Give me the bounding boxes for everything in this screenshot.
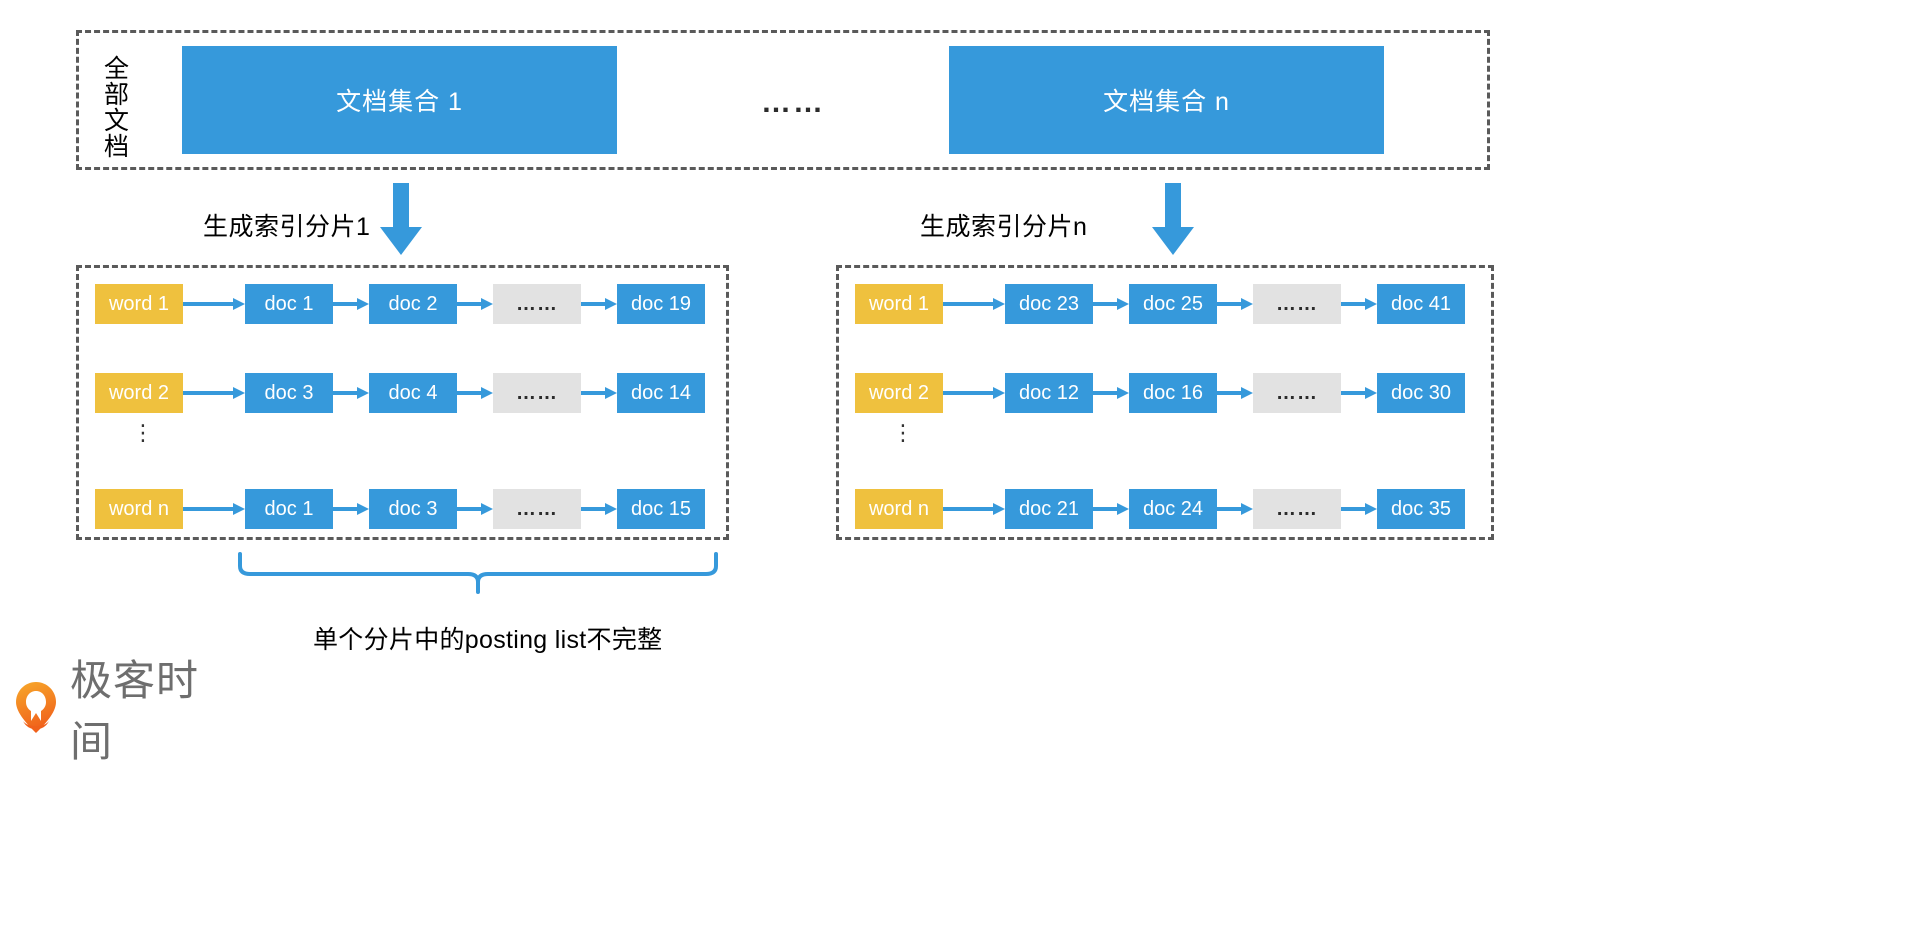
collections-ellipsis: …… <box>761 86 825 119</box>
doc-box[interactable]: doc 21 <box>1005 489 1093 529</box>
index-shard-n-panel <box>836 265 1494 540</box>
posting-arrow-after-gap <box>1341 502 1377 516</box>
generate-shard-1-label: 生成索引分片1 <box>203 213 371 241</box>
posting-arrow <box>183 297 245 311</box>
posting-arrow <box>457 502 493 516</box>
posting-gap-box: …… <box>1253 284 1341 324</box>
word-term-box[interactable]: word n <box>95 489 183 529</box>
posting-arrow <box>943 502 1005 516</box>
posting-gap-box: …… <box>493 284 581 324</box>
doc-box[interactable]: doc 3 <box>245 373 333 413</box>
doc-box[interactable]: doc 14 <box>617 373 705 413</box>
word-term-box[interactable]: word 2 <box>95 373 183 413</box>
posting-list-row: word n doc 1 doc 3 …… doc 15 <box>95 489 705 529</box>
posting-arrow <box>1217 297 1253 311</box>
posting-arrow <box>333 386 369 400</box>
incomplete-posting-list-caption: 单个分片中的posting list不完整 <box>313 626 663 654</box>
doc-box[interactable]: doc 30 <box>1377 373 1465 413</box>
doc-box[interactable]: doc 16 <box>1129 373 1217 413</box>
posting-arrow <box>333 297 369 311</box>
posting-arrow <box>333 502 369 516</box>
vertical-ellipsis: ⋮ <box>132 420 154 445</box>
index-shard-1-panel <box>76 265 729 540</box>
incomplete-posting-list-brace <box>238 552 718 594</box>
posting-arrow <box>1093 297 1129 311</box>
posting-arrow-after-gap <box>581 297 617 311</box>
doc-box[interactable]: doc 1 <box>245 489 333 529</box>
all-documents-label: 全部文档 <box>100 55 129 159</box>
down-arrow-shard-1 <box>380 183 422 255</box>
posting-arrow <box>1093 386 1129 400</box>
posting-arrow <box>457 386 493 400</box>
posting-arrow <box>183 386 245 400</box>
doc-box[interactable]: doc 25 <box>1129 284 1217 324</box>
doc-box[interactable]: doc 23 <box>1005 284 1093 324</box>
geekbang-logo-icon <box>16 682 56 733</box>
posting-list-row: word 1 doc 1 doc 2 …… doc 19 <box>95 284 705 324</box>
doc-box[interactable]: doc 35 <box>1377 489 1465 529</box>
word-term-box[interactable]: word 1 <box>95 284 183 324</box>
posting-arrow <box>183 502 245 516</box>
posting-arrow-after-gap <box>581 502 617 516</box>
posting-arrow <box>1093 502 1129 516</box>
posting-arrow <box>1217 386 1253 400</box>
posting-gap-box: …… <box>1253 373 1341 413</box>
posting-list-row: word n doc 21 doc 24 …… doc 35 <box>855 489 1465 529</box>
posting-list-row: word 2 doc 3 doc 4 …… doc 14 <box>95 373 705 413</box>
doc-box[interactable]: doc 3 <box>369 489 457 529</box>
posting-gap-box: …… <box>493 373 581 413</box>
document-collection-1[interactable]: 文档集合 1 <box>182 46 617 154</box>
posting-arrow <box>943 386 1005 400</box>
all-documents-panel <box>76 30 1490 170</box>
doc-box[interactable]: doc 24 <box>1129 489 1217 529</box>
posting-arrow <box>457 297 493 311</box>
geekbang-logo-text: 极客时间 <box>70 656 200 766</box>
posting-arrow <box>1217 502 1253 516</box>
document-collection-n[interactable]: 文档集合 n <box>949 46 1384 154</box>
doc-box[interactable]: doc 1 <box>245 284 333 324</box>
posting-gap-box: …… <box>1253 489 1341 529</box>
posting-arrow-after-gap <box>1341 386 1377 400</box>
posting-gap-box: …… <box>493 489 581 529</box>
word-term-box[interactable]: word 1 <box>855 284 943 324</box>
generate-shard-n-label: 生成索引分片n <box>920 213 1088 241</box>
posting-arrow-after-gap <box>581 386 617 400</box>
word-term-box[interactable]: word n <box>855 489 943 529</box>
posting-list-row: word 1 doc 23 doc 25 …… doc 41 <box>855 284 1465 324</box>
word-term-box[interactable]: word 2 <box>855 373 943 413</box>
geekbang-logo: 极客时间 <box>14 656 234 766</box>
posting-list-row: word 2 doc 12 doc 16 …… doc 30 <box>855 373 1465 413</box>
doc-box[interactable]: doc 15 <box>617 489 705 529</box>
doc-box[interactable]: doc 4 <box>369 373 457 413</box>
doc-box[interactable]: doc 41 <box>1377 284 1465 324</box>
vertical-ellipsis: ⋮ <box>892 420 914 445</box>
doc-box[interactable]: doc 12 <box>1005 373 1093 413</box>
down-arrow-shard-n <box>1152 183 1194 255</box>
doc-box[interactable]: doc 19 <box>617 284 705 324</box>
posting-arrow-after-gap <box>1341 297 1377 311</box>
doc-box[interactable]: doc 2 <box>369 284 457 324</box>
posting-arrow <box>943 297 1005 311</box>
